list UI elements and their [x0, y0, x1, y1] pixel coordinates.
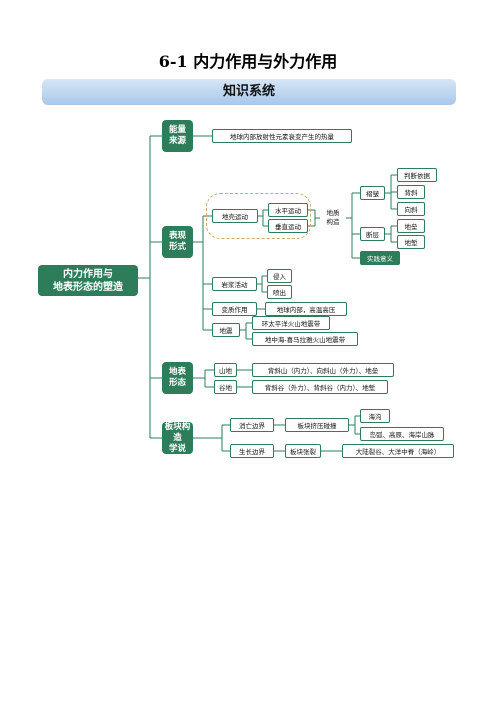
- horizontal-movement: 水平运动: [268, 203, 308, 217]
- mediterranean-himalayan-belt: 地中海-喜马拉雅火山地震带: [252, 332, 358, 346]
- destructive-boundary: 消亡边界: [230, 418, 274, 432]
- circum-pacific-belt: 环太平洋火山地震带: [252, 316, 330, 330]
- category-forms: 表现 形式: [162, 226, 193, 258]
- mountain: 山地: [214, 363, 237, 377]
- category-plate: 板块构造 学说: [162, 422, 193, 454]
- page-title: 6-1 内力作用与外力作用: [158, 52, 338, 71]
- horst: 地垒: [397, 219, 425, 233]
- fault: 断层: [360, 227, 385, 241]
- ocean-trench: 海沟: [360, 409, 390, 423]
- geologic-structure: 地质 构造: [326, 209, 340, 226]
- eruption: 喷出: [267, 285, 292, 299]
- energy-description: 地球内部放射性元素衰变产生的热量: [212, 129, 352, 143]
- graben: 地堑: [397, 235, 425, 249]
- earthquake: 地震: [212, 323, 240, 337]
- judgment-basis: 判断依据: [397, 168, 437, 182]
- syncline: 向斜: [397, 202, 425, 216]
- category-landform: 地表 形态: [162, 362, 193, 394]
- mountain-description: 背斜山（内力）、向斜山（外力）、地垒: [252, 363, 394, 377]
- crust-movement-highlight: [206, 193, 311, 239]
- plate-collision: 板块挤压碰撞: [285, 418, 349, 432]
- plate-rifting: 板块张裂: [285, 444, 321, 458]
- intrusion: 侵入: [267, 269, 292, 283]
- metamorphism-description: 地球内部，高温高压: [265, 302, 347, 316]
- island-arcs: 岛弧、高原、海岸山脉: [360, 427, 444, 441]
- magma-activity: 岩浆活动: [212, 277, 257, 291]
- practical-significance: 实践意义: [360, 251, 400, 265]
- constructive-boundary: 生长边界: [230, 444, 274, 458]
- category-energy: 能量 来源: [162, 120, 193, 152]
- fold: 褶皱: [360, 186, 385, 200]
- anticline: 背斜: [397, 185, 425, 199]
- rift-and-ridge: 大陆裂谷、大洋中脊（海岭）: [342, 444, 454, 458]
- vertical-movement: 垂直运动: [268, 219, 308, 233]
- root-topic: 内力作用与 地表形态的塑造: [38, 265, 138, 296]
- crust-movement: 地壳运动: [212, 209, 258, 223]
- metamorphism: 变质作用: [212, 302, 257, 316]
- section-banner: 知识系统: [42, 79, 456, 105]
- valley-description: 背斜谷（外力）、背斜谷（内力）、地堑: [252, 380, 388, 394]
- valley: 谷地: [214, 380, 237, 394]
